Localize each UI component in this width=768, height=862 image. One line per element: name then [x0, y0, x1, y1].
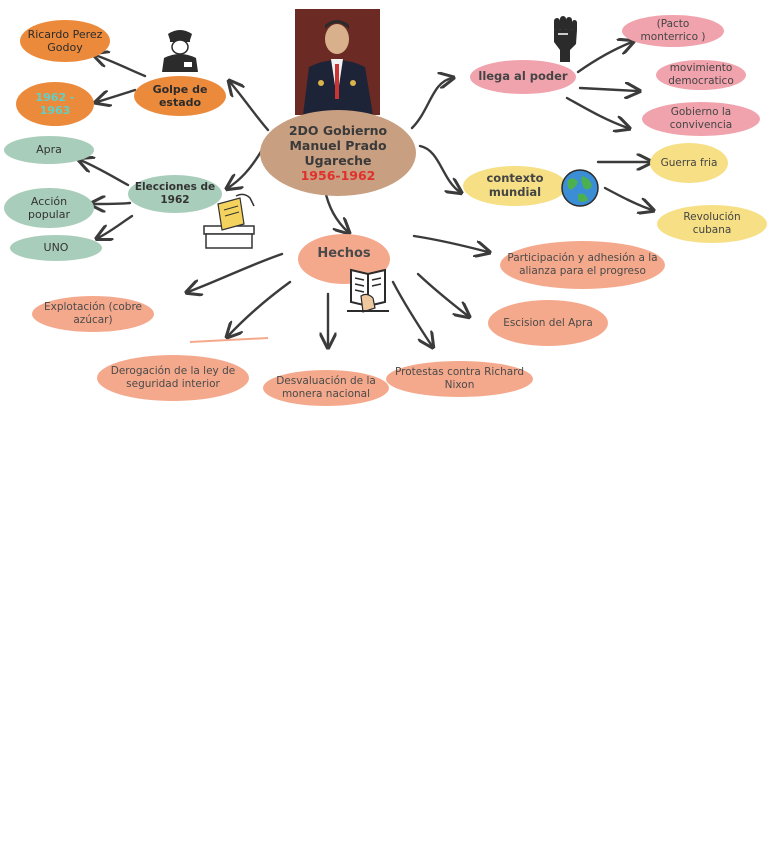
poder-pacto: (Pacto monterrico ) — [640, 18, 706, 43]
poder-convivencia: Gobierno la convivencia — [669, 106, 733, 131]
party-uno-node: UNO — [10, 235, 102, 261]
golpe-years: 1962 - 1963 — [35, 90, 75, 117]
arrow-poder-to-movimiento — [578, 88, 638, 91]
arrow-hechos-to-explotacion — [188, 252, 284, 292]
arrow-hechos-to-escision — [416, 272, 468, 316]
reading-book-icon — [347, 268, 389, 313]
hecho-desvaluacion-node: Desvaluación de la monera nacional — [263, 370, 389, 406]
arrow-elecciones-to-ap — [92, 203, 132, 204]
arrow-golpe-to-years — [97, 88, 137, 102]
arrow-to-contexto — [418, 144, 460, 192]
central-line1: 2DO Gobierno — [288, 123, 388, 138]
party-apra: Apra — [36, 143, 62, 157]
hecho-explotacion: Explotación (cobre azúcar) — [43, 301, 143, 326]
golpe-label: Golpe de estado — [152, 82, 208, 109]
arrow-elecciones-to-apra — [80, 160, 130, 187]
globe-icon — [561, 169, 599, 207]
arrow-to-golpe — [230, 82, 270, 132]
hecho-derogacion-node: Derogación de la ley de seguridad interi… — [97, 355, 249, 401]
poder-convivencia-node: Gobierno la convivencia — [642, 102, 760, 136]
underline-stroke — [189, 337, 269, 343]
arrow-golpe-to-person — [95, 55, 147, 78]
arrow-poder-to-pacto — [576, 42, 632, 74]
golpe-person-node: Ricardo Perez Godoy — [20, 20, 110, 62]
poder-movimiento: movimiento democratico — [668, 62, 734, 87]
party-accion-popular-node: Acción popular — [4, 188, 94, 228]
portrait-photo — [295, 9, 380, 115]
hecho-explotacion-node: Explotación (cobre azúcar) — [32, 296, 154, 332]
soldier-icon — [162, 30, 198, 72]
hecho-participacion: Participación y adhesión a la alianza pa… — [507, 252, 658, 277]
arrow-hechos-to-participacion — [412, 234, 488, 252]
hecho-escision: Escision del Apra — [503, 316, 593, 329]
golpe-node: Golpe de estado — [134, 76, 226, 116]
hecho-protestas-node: Protestas contra Richard Nixon — [386, 361, 533, 397]
contexto-revolucion: Revolución cubana — [683, 211, 741, 236]
contexto-guerra: Guerra fria — [660, 156, 718, 169]
hecho-derogacion: Derogación de la ley de seguridad interi… — [110, 365, 236, 390]
golpe-years-node: 1962 - 1963 — [16, 82, 94, 126]
golpe-person: Ricardo Perez Godoy — [27, 27, 103, 54]
arrow-hechos-to-protestas — [391, 280, 432, 346]
arrow-elecciones-to-uno — [98, 214, 134, 238]
ballot-box-icon — [203, 193, 255, 249]
arrow-to-poder — [410, 78, 452, 130]
poder-pacto-node: (Pacto monterrico ) — [622, 15, 724, 47]
central-node: 2DO Gobierno Manuel Prado Ugareche 1956-… — [260, 110, 416, 196]
poder-movimiento-node: movimiento democratico — [656, 60, 746, 90]
elecciones-label: Elecciones de 1962 — [134, 181, 216, 206]
elecciones-node: Elecciones de 1962 — [128, 175, 222, 213]
party-accion-popular: Acción popular — [28, 194, 70, 221]
hechos-label: Hechos — [317, 246, 371, 262]
arrow-hechos-to-derogacion — [228, 280, 292, 336]
contexto-node: contexto mundial — [463, 166, 567, 206]
hecho-escision-node: Escision del Apra — [488, 300, 608, 346]
contexto-label: contexto mundial — [486, 171, 544, 199]
party-uno: UNO — [43, 241, 69, 255]
hecho-participacion-node: Participación y adhesión a la alianza pa… — [500, 241, 665, 289]
poder-label: llega al poder — [478, 69, 568, 84]
central-line2: Manuel Prado Ugareche — [289, 138, 387, 168]
raised-fist-icon — [554, 16, 577, 62]
poder-node: llega al poder — [470, 60, 576, 94]
contexto-revolucion-node: Revolución cubana — [657, 205, 767, 243]
party-apra-node: Apra — [4, 136, 94, 164]
arrow-to-hechos — [323, 188, 348, 232]
arrow-contexto-to-revolucion — [603, 186, 652, 210]
hecho-protestas: Protestas contra Richard Nixon — [395, 366, 524, 391]
hecho-desvaluacion: Desvaluación de la monera nacional — [276, 375, 376, 400]
central-years: 1956-1962 — [300, 168, 376, 183]
arrow-to-elecciones — [228, 148, 264, 188]
contexto-guerra-node: Guerra fria — [650, 143, 728, 183]
arrow-poder-to-convivencia — [565, 96, 628, 128]
